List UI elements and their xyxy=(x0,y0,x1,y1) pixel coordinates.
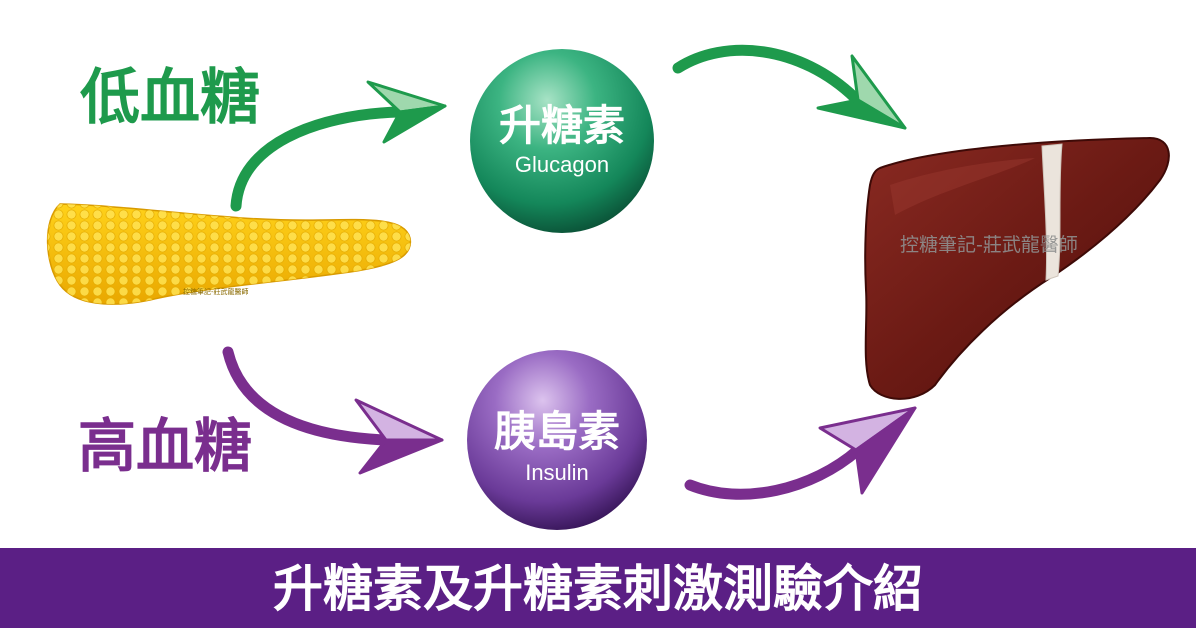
pancreas-illustration: 控糖筆記-莊武龍醫師 xyxy=(46,203,412,305)
purple-arrow-to-liver xyxy=(684,406,917,500)
liver-watermark: 控糖筆記-莊武龍醫師 xyxy=(900,234,1078,256)
pancreas-watermark: 控糖筆記-莊武龍醫師 xyxy=(183,287,249,296)
high-blood-sugar-label: 高血糖 xyxy=(78,412,252,480)
glucagon-sphere: 升糖素 Glucagon xyxy=(470,49,654,233)
insulin-sphere: 胰島素 Insulin xyxy=(467,350,647,530)
title-banner: 升糖素及升糖素刺激測驗介紹 xyxy=(0,548,1196,628)
liver-ligament xyxy=(1041,143,1063,281)
insulin-subtitle: Insulin xyxy=(525,460,589,485)
low-blood-sugar-label: 低血糖 xyxy=(80,63,260,133)
glucagon-subtitle: Glucagon xyxy=(515,152,609,177)
green-arrow-to-liver xyxy=(672,44,907,130)
banner-title: 升糖素及升糖素刺激測驗介紹 xyxy=(273,560,923,618)
insulin-title: 胰島素 xyxy=(494,407,620,456)
green-arrow-to-glucagon xyxy=(230,80,447,212)
glucagon-title: 升糖素 xyxy=(499,101,625,150)
purple-arrow-to-insulin xyxy=(222,346,444,475)
liver-illustration: 控糖筆記-莊武龍醫師 xyxy=(864,136,1170,400)
